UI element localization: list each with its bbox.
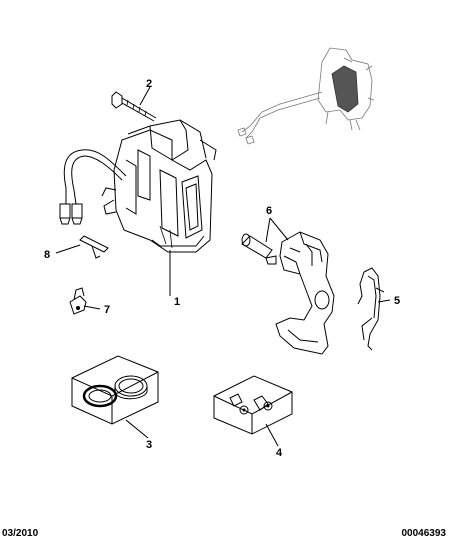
seal-kit-drawing	[71, 355, 159, 425]
footer-code: 00046393	[401, 528, 447, 539]
spring-clip-drawing	[357, 267, 385, 351]
callout-7: 7	[104, 304, 110, 316]
bleed-screw-drawing	[69, 287, 87, 315]
callout-4: 4	[276, 447, 283, 459]
leader-lines	[55, 86, 391, 447]
caliper-drawing	[101, 119, 217, 253]
callout-8: 8	[44, 249, 50, 261]
callout-3: 3	[146, 439, 152, 451]
pins-kit-drawing	[213, 375, 293, 435]
callout-6: 6	[266, 205, 272, 217]
footer-date: 03/2010	[2, 528, 39, 539]
callout-1: 1	[174, 296, 180, 308]
callout-2: 2	[146, 78, 152, 90]
carrier-bracket-drawing	[241, 231, 335, 355]
brake-pads-drawing	[237, 47, 375, 145]
clip-drawing	[79, 235, 109, 259]
bolt-drawing	[111, 91, 157, 122]
sensor-cable-drawing	[59, 149, 127, 225]
callout-5: 5	[394, 295, 400, 307]
